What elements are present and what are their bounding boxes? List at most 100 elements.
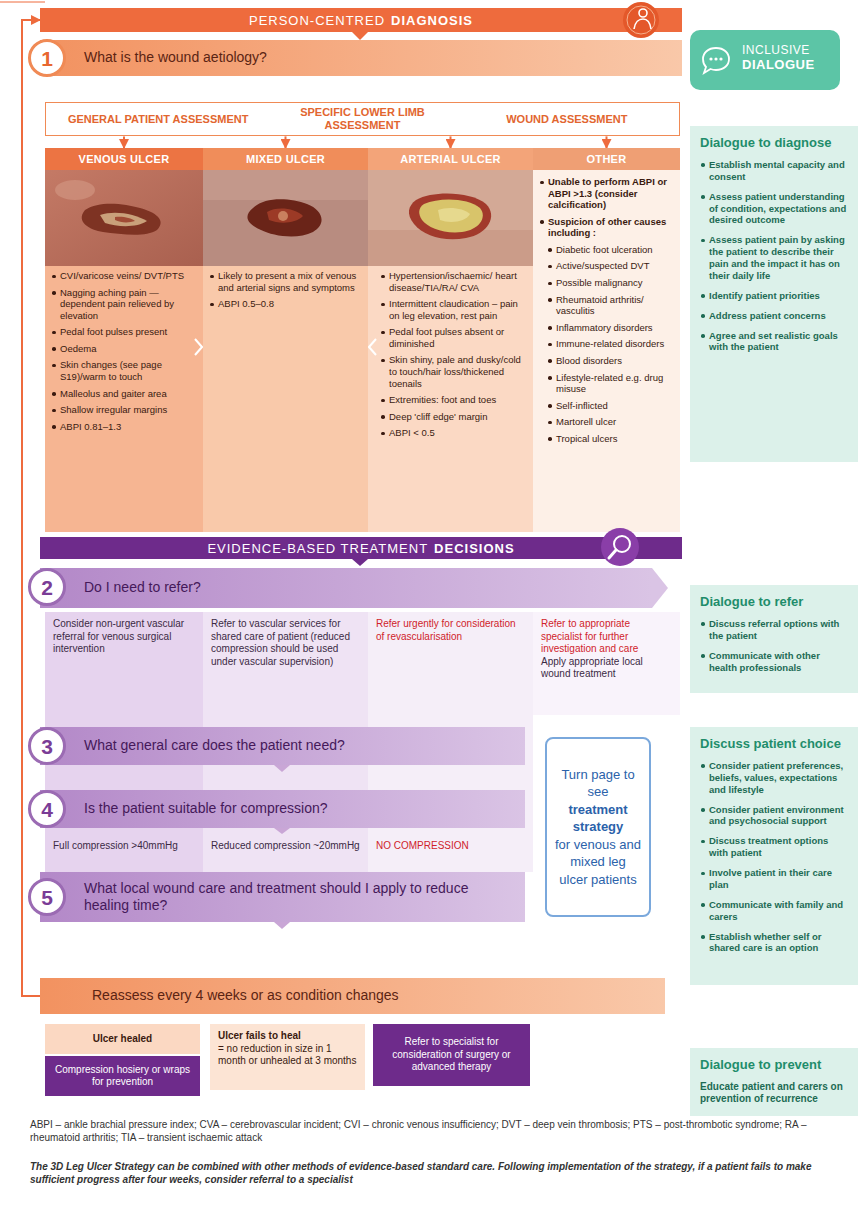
band-notch <box>352 32 368 40</box>
rule-line <box>0 2 45 3</box>
node-text: Dialogue to diagnose <box>700 136 848 151</box>
node-text: Ulcer fails to heal <box>218 1030 357 1043</box>
node-text: Possible malignancy <box>547 277 670 289</box>
node-text: MIXED ULCER <box>203 148 368 170</box>
node-text: Refer to specialist for consideration of… <box>381 1036 522 1074</box>
dialogue-panel: Dialogue to preventEducate patient and c… <box>690 1048 858 1116</box>
node-text: Rheumatoid arthritis/ vasculitis <box>547 294 670 317</box>
compression-cell: NO COMPRESSION <box>368 834 533 862</box>
magnifier-icon <box>600 527 640 567</box>
connector <box>123 136 125 148</box>
connector <box>22 20 40 996</box>
dialogue-panel: Discuss patient choiceConsider patient p… <box>690 727 858 985</box>
node-text: Is the patient suitable for compression? <box>84 800 328 818</box>
node-text: Extremities: foot and toes <box>380 394 523 406</box>
node-text: DIALOGUE <box>742 57 832 72</box>
node-text: Reduced compression ~20mmHg <box>211 840 360 853</box>
step-number: 5 <box>28 878 66 916</box>
node-text: Compression hosiery or wraps for prevent… <box>53 1064 192 1089</box>
step-band: What is the wound aetiology?1 <box>40 40 682 76</box>
outcome-box: Ulcer healed <box>45 1024 200 1054</box>
section-band: EVIDENCE-BASED TREATMENT DECISIONS <box>40 537 682 559</box>
node-text: SPECIFIC LOWER LIMB ASSESSMENT <box>267 106 457 132</box>
node-text: Consider patient preferences, beliefs, v… <box>700 760 848 796</box>
dialogue-panel: Dialogue to diagnoseEstablish mental cap… <box>690 126 858 462</box>
action-box: Refer to specialist for consideration of… <box>373 1024 530 1086</box>
compression-cell: Full compression >40mmHg <box>45 834 203 862</box>
footnote: The 3D Leg Ulcer Strategy can be combine… <box>30 1160 840 1186</box>
node-text: Discuss patient choice <box>700 737 848 752</box>
node-text: Diabetic foot ulceration <box>547 244 670 256</box>
node-text: ARTERIAL ULCER <box>368 148 533 170</box>
chat-icon <box>700 45 732 77</box>
chevron <box>368 338 377 356</box>
step-number: 4 <box>28 790 66 828</box>
chevron <box>194 338 203 356</box>
venous-ulcer-photo <box>45 170 203 266</box>
abbreviation-note: ABPI – ankle brachial pressure index; CV… <box>30 1118 840 1144</box>
node-text: Tropical ulcers <box>547 433 670 445</box>
node-text: Refer to vascular services for shared ca… <box>211 618 360 668</box>
node-text: Self-inflicted <box>547 400 670 412</box>
node-text: What is the wound aetiology? <box>84 49 267 67</box>
ulcer-column: MIXED ULCERLikely to present a mix of ve… <box>203 148 368 532</box>
ulcer-column: ARTERIAL ULCER Hypertension/ischaemic/ he… <box>368 148 533 532</box>
node-text: Skin changes (see page S19)/warm to touc… <box>51 359 193 382</box>
node-text: 5 <box>41 887 53 908</box>
node-text: Lifestyle-related e.g. drug misuse <box>547 372 670 395</box>
node-text: 3 <box>41 736 53 757</box>
note-box: Turn page to seetreatment strategyfor ve… <box>545 737 651 917</box>
node-text: EVIDENCE-BASED TREATMENT <box>207 541 428 556</box>
ulcer-column: VENOUS ULCERCVI/varicose veins/ DVT/PTSN… <box>45 148 203 532</box>
node-text: DIAGNOSIS <box>391 13 473 28</box>
referral-cell: Refer to vascular services for shared ca… <box>203 612 368 700</box>
node-text: treatment strategy <box>555 801 641 836</box>
node-text: Hypertension/ischaemic/ heart disease/TI… <box>380 270 523 293</box>
step-number: 3 <box>28 727 66 765</box>
node-text: INCLUSIVE <box>742 43 832 57</box>
connector <box>285 136 287 148</box>
mixed-ulcer-photo <box>203 170 368 266</box>
node-text: Ulcer healed <box>93 1033 152 1046</box>
node-text: Communicate with other health profession… <box>700 650 848 674</box>
node-text: Dialogue to refer <box>700 595 848 610</box>
node-text: GENERAL PATIENT ASSESSMENT <box>63 113 253 126</box>
step-band: Do I need to refer?2 <box>40 568 652 608</box>
node-text: DECISIONS <box>434 541 515 556</box>
node-text: Reassess every 4 weeks or as condition c… <box>92 987 399 1005</box>
node-text: 4 <box>41 799 53 820</box>
dialogue-panel: Dialogue to referDiscuss referral option… <box>690 585 858 693</box>
node-text: Full compression >40mmHg <box>53 840 195 853</box>
node-text: Unable to perform ABPI or ABPI >1.3 (con… <box>539 176 670 211</box>
action-box: Compression hosiery or wraps for prevent… <box>45 1056 200 1096</box>
dialogue-tag: INCLUSIVEDIALOGUE <box>690 30 840 90</box>
node-text: Suspicion of other causes including : <box>539 216 670 239</box>
node-text: Pedal foot pulses absent or diminished <box>380 326 523 349</box>
node-text: Pedal foot pulses present <box>51 326 193 338</box>
node-text: Agree and set realistic goals with the p… <box>700 330 848 354</box>
node-text: = no reduction in size in 1 month or unh… <box>218 1043 357 1068</box>
node-text: Immune-related disorders <box>547 338 670 350</box>
band-notch <box>352 559 368 566</box>
node-text: What general care does the patient need? <box>84 737 345 755</box>
node-text: Establish mental capacity and consent <box>700 159 848 183</box>
node-text: Oedema <box>51 343 193 355</box>
connector <box>606 136 608 148</box>
node-text: NO COMPRESSION <box>376 840 525 853</box>
step-number: 1 <box>28 39 66 77</box>
node-text: ABPI 0.81–1.3 <box>51 421 193 433</box>
referral-cell: Consider non-urgent vascular referral fo… <box>45 612 203 700</box>
node-text: Blood disorders <box>547 355 670 367</box>
ulcer-column: OTHERUnable to perform ABPI or ABPI >1.3… <box>533 148 680 532</box>
node-text: Communicate with family and carers <box>700 899 848 923</box>
column-ground <box>533 612 680 715</box>
node-text: Consider patient environment and psychos… <box>700 804 848 828</box>
node-text: CVI/varicose veins/ DVT/PTS <box>51 270 193 282</box>
node-text: Establish whether self or shared care is… <box>700 931 848 955</box>
node-text: ABPI 0.5–0.8 <box>209 298 358 310</box>
band-notch <box>274 765 290 772</box>
node-text: ABPI < 0.5 <box>380 427 523 439</box>
band-point <box>652 568 668 608</box>
connector <box>450 136 452 148</box>
